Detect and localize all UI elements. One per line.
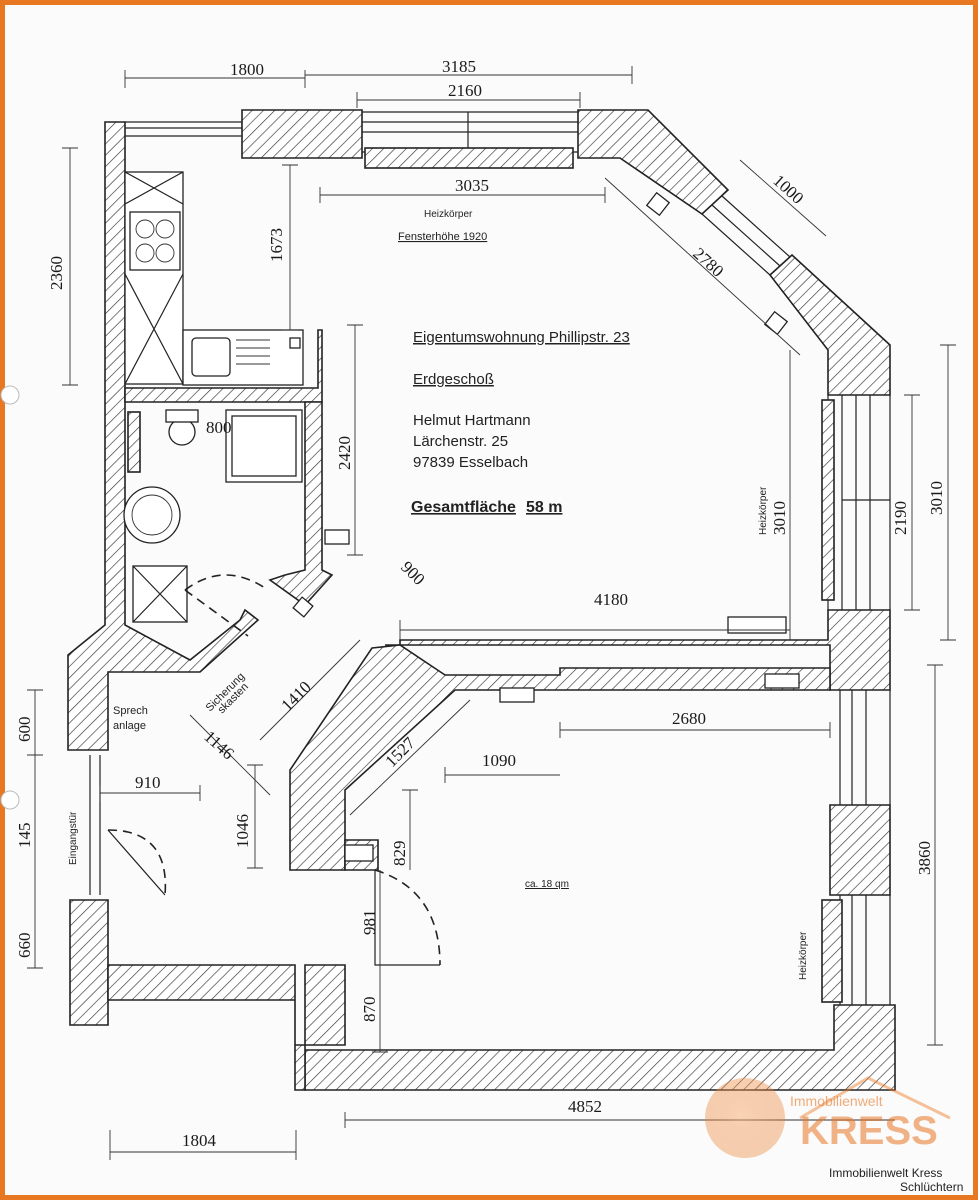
watermark-roof-icon [799, 1076, 951, 1120]
dim-2160: 2160 [448, 81, 482, 100]
label-eingangstuer: Eingangstür [68, 811, 79, 865]
info-floor: Erdgeschoß [413, 371, 494, 388]
label-room-area: ca. 18 qm [525, 879, 569, 890]
bathroom-fixtures [123, 409, 303, 623]
dim-3860: 3860 [915, 841, 934, 875]
label-sprech: Sprech [113, 705, 148, 717]
dim-660: 660 [15, 933, 34, 959]
radiator-top [364, 147, 574, 169]
dim-145: 145 [15, 823, 34, 849]
dim-1090: 1090 [482, 751, 516, 770]
radiator-right-upper [821, 399, 835, 601]
info-owner-city: 97839 Esselbach [413, 454, 528, 471]
windows [89, 111, 891, 1005]
dim-870: 870 [360, 997, 379, 1023]
radiator-bath [127, 411, 141, 473]
label-heizkoerper-lower: Heizkörper [798, 931, 809, 980]
label-anlage: anlage [113, 720, 146, 732]
info-total-area-label: Gesamtfläche [411, 499, 516, 516]
kitchen-fixtures [124, 171, 304, 386]
walls [67, 109, 896, 1091]
label-heizkoerper-top: Heizkörper [424, 209, 473, 220]
watermark-caption-1: Immobilienwelt Kress [829, 1166, 942, 1180]
watermark-brand-big: KRESS [800, 1109, 938, 1153]
dim-2360: 2360 [47, 256, 66, 290]
info-total-area-value: 58 m [526, 499, 562, 516]
info-owner-street: Lärchenstr. 25 [413, 433, 508, 450]
punch-hole-2 [0, 790, 20, 810]
dim-4180: 4180 [594, 590, 628, 609]
radiator-right-lower [821, 899, 843, 1003]
dim-3185: 3185 [442, 57, 476, 76]
watermark-caption-2: Schlüchtern [900, 1180, 963, 1194]
label-fensterhoehe: Fensterhöhe 1920 [398, 231, 487, 243]
dim-910: 910 [135, 773, 161, 792]
dim-2190: 2190 [891, 501, 910, 535]
dim-3010-inner: 3010 [770, 501, 789, 535]
info-owner-name: Helmut Hartmann [413, 412, 531, 429]
label-heizkoerper-right: Heizkörper [758, 486, 769, 535]
dim-1673: 1673 [267, 228, 286, 262]
sockets [292, 191, 800, 862]
dim-1800: 1800 [230, 60, 264, 79]
watermark-logo-circle [705, 1078, 785, 1158]
dim-3010-outer: 3010 [927, 481, 946, 515]
dim-800: 800 [206, 418, 232, 437]
watermark-brand-small: Immobilienwelt [790, 1093, 883, 1109]
dim-2780: 2780 [689, 244, 727, 281]
dim-900: 900 [397, 557, 428, 588]
dim-981: 981 [360, 910, 379, 936]
doors [107, 574, 441, 966]
punch-hole-1 [0, 385, 20, 405]
dim-1046: 1046 [233, 814, 252, 848]
dim-1410: 1410 [277, 677, 314, 714]
watermark: Immobilienwelt KRESS Immobilienwelt Kres… [705, 1076, 963, 1194]
dim-1804: 1804 [182, 1131, 217, 1150]
info-title: Eigentumswohnung Phillipstr. 23 [413, 329, 630, 346]
dim-2420: 2420 [335, 436, 354, 470]
dim-4852: 4852 [568, 1097, 602, 1116]
info-block: Eigentumswohnung Phillipstr. 23 Erdgesch… [411, 329, 630, 516]
dim-600: 600 [15, 717, 34, 743]
dim-2680: 2680 [672, 709, 706, 728]
dim-829: 829 [390, 841, 409, 867]
dim-3035: 3035 [455, 176, 489, 195]
dimension-lines [27, 66, 956, 1160]
